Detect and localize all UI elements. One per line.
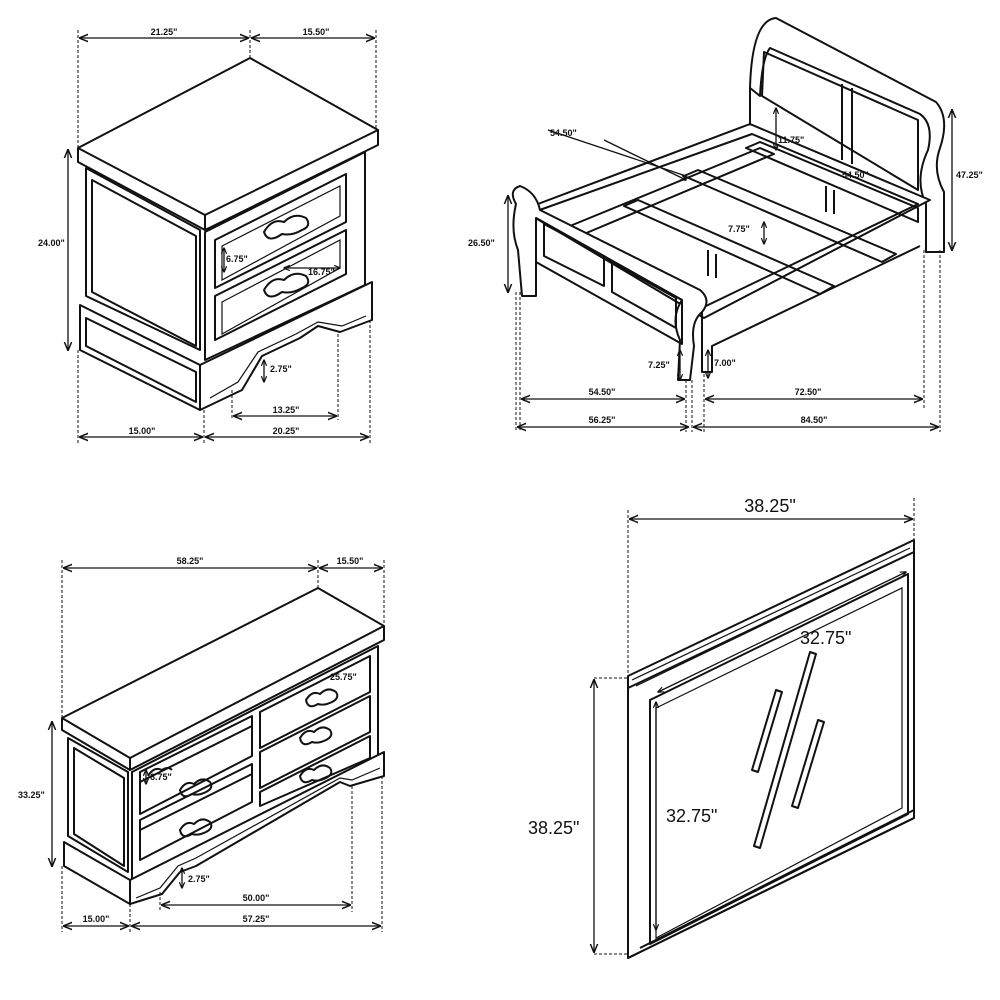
mirror-height-label: 38.25": [528, 818, 579, 838]
nightstand-drawing: [77, 57, 379, 411]
dresser-base-inner-label: 50.00": [243, 893, 270, 903]
bed-headboard-inner-label: 11.75": [778, 135, 804, 145]
nightstand-dimensions: [68, 30, 377, 445]
dresser-drawer-height-label: 6.75": [150, 772, 172, 782]
dresser-labels: 58.25" 15.50" 33.25" 25.75" 6.75" 2.75" …: [18, 556, 363, 924]
dresser-side-base-label: 15.00": [83, 914, 110, 924]
bed-diagonal-rail-label: 54.50": [550, 128, 577, 138]
dresser-drawer-width-label: 25.75": [330, 672, 357, 682]
dresser-leg-clearance-label: 2.75": [188, 874, 210, 884]
bed-height-label: 47.25": [956, 170, 983, 180]
bed-rail-length-label: 54.50": [842, 170, 869, 180]
nightstand-front-base-label: 20.25": [273, 426, 300, 436]
dresser-width-label: 58.25": [177, 556, 204, 566]
dresser-height-label: 33.25": [18, 790, 45, 800]
nightstand-height-label: 24.00": [38, 238, 65, 248]
nightstand-width-label: 21.25": [151, 27, 178, 37]
nightstand-labels: 21.25" 15.50" 24.00" 6.75" 16.75" 2.75" …: [38, 27, 335, 436]
bed-inner-width-label: 54.50": [589, 387, 616, 397]
bed-side-clearance-label: 7.00": [714, 358, 736, 368]
nightstand-side-base-label: 15.00": [129, 426, 156, 436]
nightstand-base-inner-label: 13.25": [273, 405, 300, 415]
bed-dimensions: [508, 108, 952, 432]
bed-drawing: [511, 17, 946, 381]
bed-labels: 54.50" 11.75" 54.50" 47.25" 26.50" 7.75"…: [468, 128, 983, 425]
nightstand-depth-label: 15.50": [303, 27, 330, 37]
bed-slat-clearance-label: 7.75": [728, 224, 750, 234]
dresser-front-base-label: 57.25": [243, 914, 270, 924]
mirror-width-label: 38.25": [744, 496, 795, 516]
bed-overall-length-label: 84.50": [801, 415, 828, 425]
mirror-glass-width-label: 32.75": [800, 628, 851, 648]
mirror-drawing: [627, 539, 915, 959]
bed-inner-length-label: 72.50": [795, 387, 822, 397]
mirror-labels: 38.25" 32.75" 38.25" 32.75": [528, 496, 851, 838]
nightstand-leg-clearance-label: 2.75": [270, 364, 292, 374]
dresser-depth-label: 15.50": [337, 556, 364, 566]
bed-overall-width-label: 56.25": [589, 415, 616, 425]
bed-foot-clearance-label: 7.25": [648, 360, 670, 370]
bed-footboard-height-label: 26.50": [468, 238, 495, 248]
nightstand-drawer-width-label: 16.75": [308, 267, 335, 277]
mirror-glass-height-label: 32.75": [666, 806, 717, 826]
dresser-dimensions: [52, 560, 385, 932]
mirror-dimensions: [594, 498, 915, 955]
dresser-drawing: [61, 587, 385, 905]
nightstand-drawer-height-label: 6.75": [226, 254, 248, 264]
